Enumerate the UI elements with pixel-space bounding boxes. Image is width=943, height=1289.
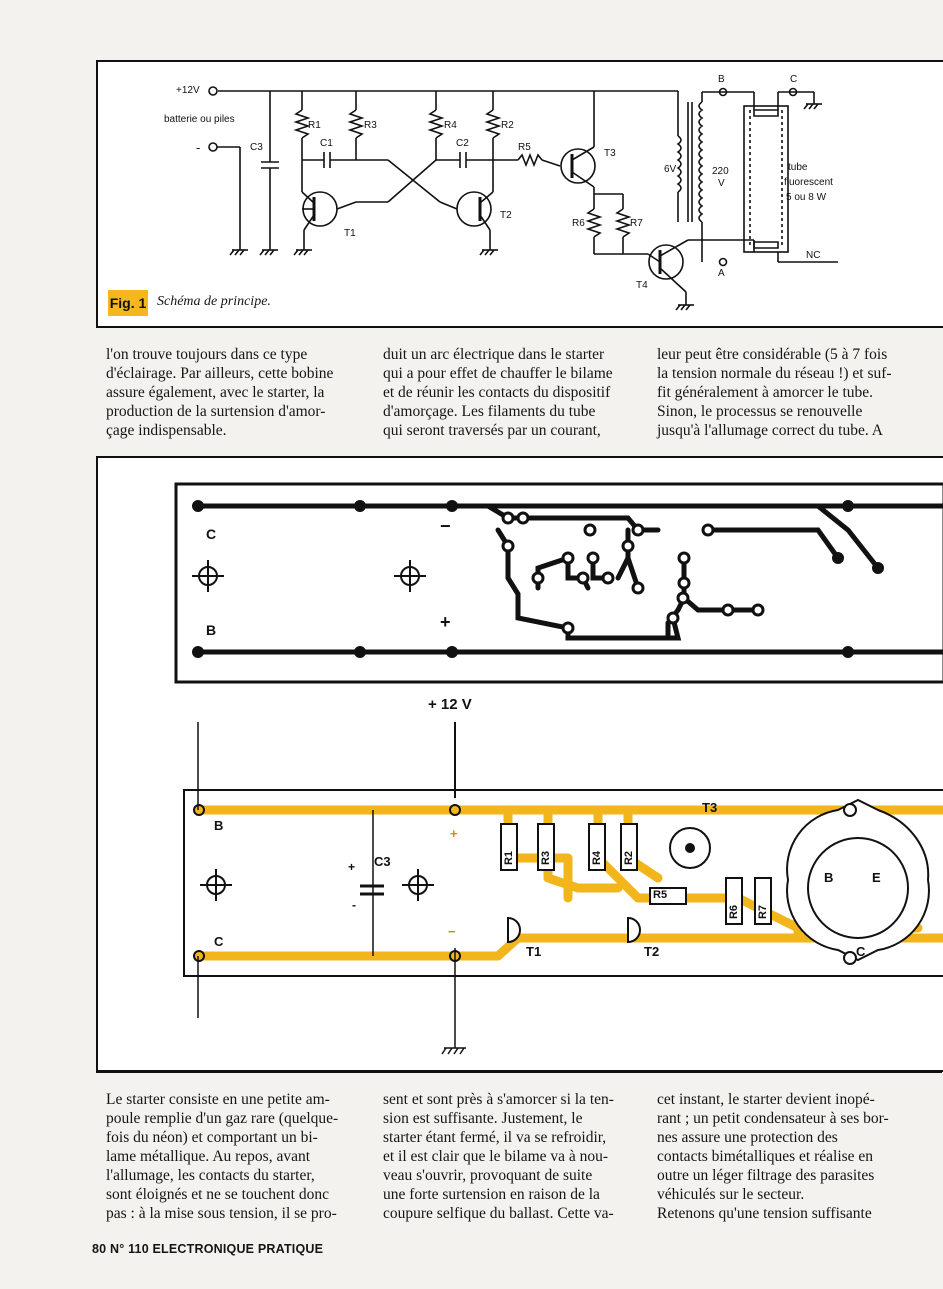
label-nc: NC	[806, 250, 821, 261]
layout-label-r1: R1	[503, 850, 516, 866]
label-t4: T4	[636, 280, 648, 291]
label-c2: C2	[456, 138, 469, 149]
label-r4: R4	[444, 120, 457, 131]
layout-label-t2: T2	[644, 944, 660, 959]
figure-2-panel: C B − + + 12 V B C + − C3 + - R1 R3 R4 R…	[96, 456, 943, 1072]
label-v: V	[718, 178, 725, 189]
page-footer: 80 N° 110 ELECTRONIQUE PRATIQUE	[92, 1242, 324, 1256]
pcb-label-minus: −	[440, 516, 451, 536]
label-r5: R5	[518, 142, 531, 153]
layout-label-c3-plus: +	[348, 860, 356, 874]
label-supply: +12V	[176, 85, 200, 96]
pcb-trace-drawing	[174, 482, 943, 1055]
layout-label-c3-minus: -	[352, 898, 356, 912]
label-r3: R3	[364, 120, 377, 131]
layout-label-t4-b: B	[824, 870, 834, 885]
pcb-label-plus: +	[440, 612, 451, 632]
label-r7: R7	[630, 218, 643, 229]
label-c-terminal: C	[790, 74, 798, 85]
label-t2: T2	[500, 210, 512, 221]
text-block-2-col-1: Le starter consiste en une petite am- po…	[106, 1091, 339, 1222]
text-block-1-col-2: duit un arc électrique dans le starter q…	[383, 346, 613, 439]
label-220: 220	[712, 166, 729, 177]
label-c1: C1	[320, 138, 333, 149]
pcb-label-b: B	[206, 622, 217, 638]
label-tube-1: tube	[788, 162, 808, 173]
layout-label-t3: T3	[702, 800, 718, 815]
figure-1-badge: Fig. 1	[108, 290, 148, 316]
label-r1: R1	[308, 120, 321, 131]
layout-label-r3: R3	[540, 850, 553, 866]
label-minus: -	[196, 140, 201, 155]
layout-label-t4-c: C	[856, 944, 866, 959]
divider-rule	[96, 1070, 942, 1073]
label-tube-3: 5 ou 8 W	[786, 192, 827, 203]
text-block-1-col-1: l'on trouve toujours dans ce type d'écla…	[106, 346, 334, 439]
label-r6: R6	[572, 218, 585, 229]
layout-label-r2: R2	[623, 850, 636, 866]
schematic-drawing	[208, 86, 838, 311]
layout-label-r4: R4	[591, 850, 604, 866]
label-t1: T1	[344, 228, 356, 239]
layout-label-minus: −	[448, 924, 456, 939]
layout-label-r6: R6	[728, 904, 741, 920]
text-block-2-col-3: cet instant, le starter devient inopé- r…	[657, 1091, 889, 1222]
layout-label-c3: C3	[374, 854, 391, 869]
supply-12v-label: + 12 V	[428, 696, 472, 713]
pcb-label-c: C	[206, 526, 217, 542]
label-battery: batterie ou piles	[164, 114, 235, 125]
label-tube-2: fluorescent	[784, 177, 833, 188]
text-block-1-col-3: leur peut être considérable (5 à 7 fois …	[657, 346, 892, 439]
layout-label-r7: R7	[757, 904, 770, 920]
text-block-2-col-2: sent et sont près à s'amorcer si la ten-…	[383, 1091, 614, 1222]
label-6v: 6V	[664, 164, 677, 175]
label-b-terminal: B	[718, 74, 725, 85]
layout-label-plus: +	[450, 826, 458, 841]
label-t3: T3	[604, 148, 616, 159]
layout-label-t1: T1	[526, 944, 542, 959]
layout-label-r5: R5	[653, 889, 668, 901]
label-a-terminal: A	[718, 268, 725, 279]
figure-1-panel: +12V batterie ou piles - C3 R1 R3 C1 R4 …	[96, 60, 943, 328]
layout-label-t4-e: E	[872, 870, 881, 885]
figure-1-caption: Schéma de principe.	[157, 294, 271, 309]
label-r2: R2	[501, 120, 514, 131]
layout-label-c: C	[214, 934, 224, 949]
layout-label-b: B	[214, 818, 224, 833]
label-c3: C3	[250, 142, 263, 153]
